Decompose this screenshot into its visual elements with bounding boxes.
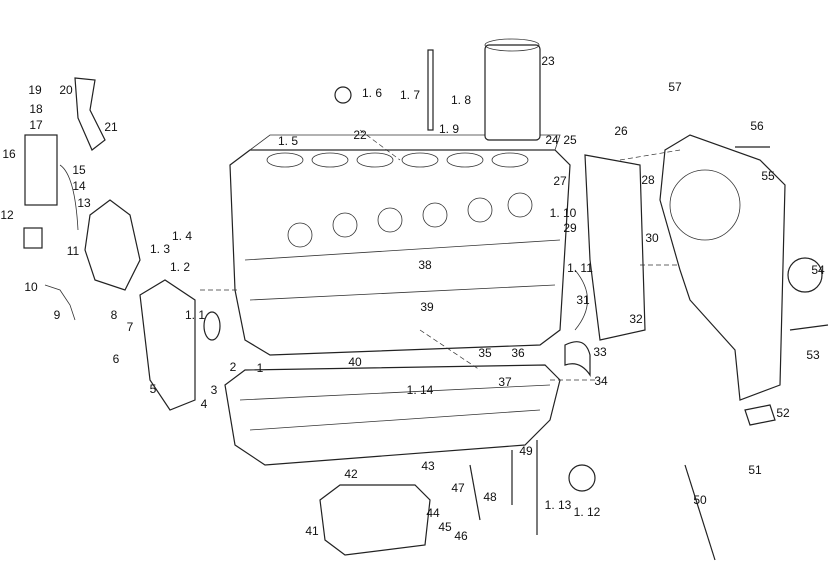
dipstick-50 bbox=[684, 464, 716, 561]
tank bbox=[24, 134, 58, 206]
part-label: 57 bbox=[668, 80, 682, 94]
part-label: 12 bbox=[0, 208, 14, 222]
bracket bbox=[84, 199, 141, 291]
part-label: 1. 5 bbox=[277, 134, 299, 148]
part-label: 42 bbox=[344, 467, 358, 481]
part-label: 18 bbox=[29, 102, 43, 116]
part-label: 8 bbox=[110, 308, 118, 322]
part-label: 45 bbox=[438, 520, 452, 534]
part-label: 26 bbox=[614, 124, 628, 138]
gasket-52 bbox=[744, 404, 776, 426]
part-label: 1. 4 bbox=[171, 229, 193, 243]
part-label: 27 bbox=[553, 174, 567, 188]
part-label: 1. 2 bbox=[169, 260, 191, 274]
hose-9 bbox=[44, 284, 76, 321]
seal-1-12 bbox=[568, 464, 596, 492]
part-label: 35 bbox=[478, 346, 492, 360]
part-label: 4 bbox=[200, 397, 208, 411]
part-label: 5 bbox=[149, 382, 157, 396]
part-label: 23 bbox=[541, 54, 555, 68]
part-label: 1 bbox=[256, 361, 264, 375]
bearing-shell bbox=[564, 341, 591, 377]
part-label: 25 bbox=[563, 133, 577, 147]
dipstick-47 bbox=[469, 464, 481, 521]
part-label: 1. 9 bbox=[438, 122, 460, 136]
seal-ring bbox=[203, 311, 221, 341]
part-label: 40 bbox=[348, 355, 362, 369]
part-label: 11 bbox=[66, 244, 80, 258]
part-label: 19 bbox=[28, 83, 42, 97]
part-label: 55 bbox=[761, 169, 775, 183]
part-label: 38 bbox=[418, 258, 432, 272]
part-label: 3 bbox=[210, 383, 218, 397]
part-label: 34 bbox=[594, 374, 608, 388]
part-label: 53 bbox=[806, 348, 820, 362]
part-label: 1. 3 bbox=[149, 242, 171, 256]
part-label: 1. 6 bbox=[361, 86, 383, 100]
part-label: 44 bbox=[426, 506, 440, 520]
part-label: 37 bbox=[498, 375, 512, 389]
part-label: 28 bbox=[641, 173, 655, 187]
thrust-washer bbox=[574, 269, 588, 331]
part-label: 48 bbox=[483, 490, 497, 504]
part-label: 1. 14 bbox=[406, 383, 434, 397]
part-label: 24 bbox=[545, 133, 559, 147]
part-label: 54 bbox=[811, 263, 825, 277]
mounting-bracket-41 bbox=[319, 484, 431, 556]
part-label: 14 bbox=[72, 179, 86, 193]
part-label: 16 bbox=[2, 147, 16, 161]
part-label: 10 bbox=[24, 280, 38, 294]
lower-crankcase bbox=[224, 364, 561, 466]
part-label: 41 bbox=[305, 524, 319, 538]
part-label: 15 bbox=[72, 163, 86, 177]
part-label: 9 bbox=[53, 308, 61, 322]
part-label: 49 bbox=[519, 444, 533, 458]
gasket-plate bbox=[584, 154, 646, 341]
part-label: 1. 12 bbox=[573, 505, 601, 519]
part-label: 6 bbox=[112, 352, 120, 366]
part-label: 1. 8 bbox=[450, 93, 472, 107]
hose-13 bbox=[59, 164, 79, 231]
part-label: 13 bbox=[77, 196, 91, 210]
part-label: 1. 1 bbox=[184, 308, 206, 322]
part-label: 43 bbox=[421, 459, 435, 473]
part-label: 50 bbox=[693, 493, 707, 507]
part-label: 1. 7 bbox=[399, 88, 421, 102]
part-label: 36 bbox=[511, 346, 525, 360]
part-label: 17 bbox=[29, 118, 43, 132]
part-label: 1. 10 bbox=[549, 206, 577, 220]
part-label: 21 bbox=[104, 120, 118, 134]
part-label: 33 bbox=[593, 345, 607, 359]
part-label: 32 bbox=[629, 312, 643, 326]
part-label: 2 bbox=[229, 360, 237, 374]
part-label: 22 bbox=[353, 128, 367, 142]
cylinder-liner bbox=[484, 44, 541, 141]
part-label: 39 bbox=[420, 300, 434, 314]
part-label: 7 bbox=[126, 320, 134, 334]
flywheel-housing bbox=[659, 134, 823, 401]
part-label: 20 bbox=[59, 83, 73, 97]
fitting-10 bbox=[23, 227, 43, 249]
pipe-21 bbox=[74, 77, 106, 151]
part-label: 51 bbox=[748, 463, 762, 477]
front-cover bbox=[139, 279, 196, 411]
stud-1-7 bbox=[427, 49, 434, 131]
cylinder-block bbox=[229, 134, 571, 356]
part-label: 31 bbox=[576, 293, 590, 307]
part-label: 1. 13 bbox=[544, 498, 572, 512]
bolt-53 bbox=[789, 324, 829, 331]
part-label: 52 bbox=[776, 406, 790, 420]
part-label: 29 bbox=[563, 221, 577, 235]
part-label: 30 bbox=[645, 231, 659, 245]
part-label: 46 bbox=[454, 529, 468, 543]
part-label: 47 bbox=[451, 481, 465, 495]
plug-1-6 bbox=[334, 86, 352, 104]
part-label: 1. 11 bbox=[567, 261, 593, 275]
part-label: 56 bbox=[750, 119, 764, 133]
